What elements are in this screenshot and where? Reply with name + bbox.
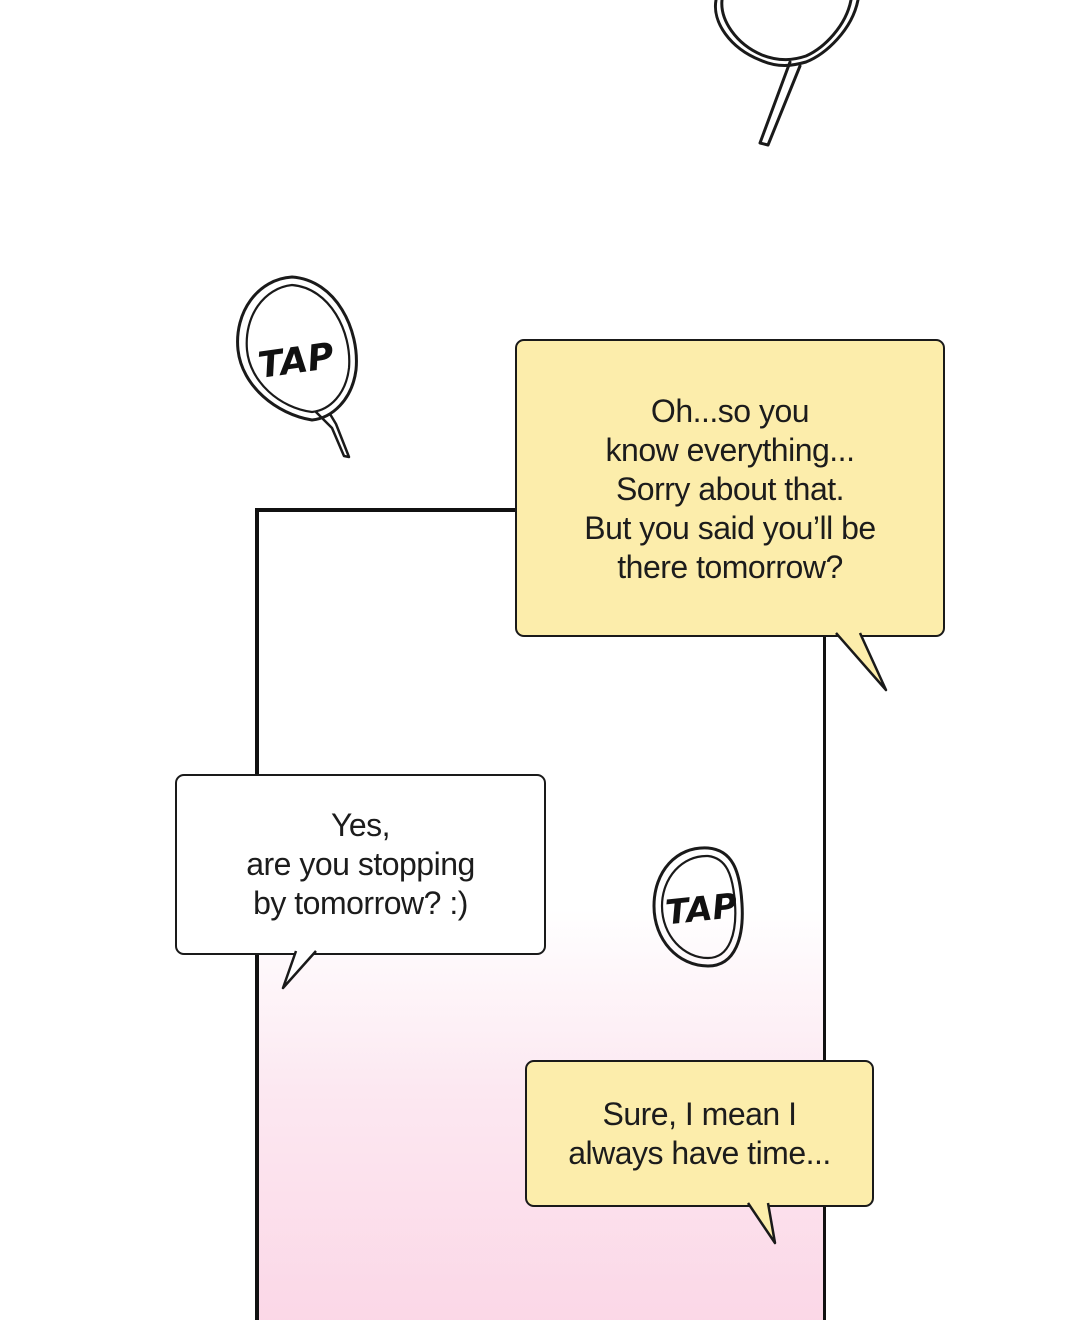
speech-bubble-2-text: Yes, are you stopping by tomorrow? :) [246,807,475,921]
speech-bubble-3-text: Sure, I mean I always have time... [568,1095,831,1171]
speech-bubble-1: Oh...so you know everything... Sorry abo… [515,339,945,637]
tap-balloon-top-left [236,275,358,459]
speech-bubble-2: Yes, are you stopping by tomorrow? :) [175,774,546,955]
speech-bubble-3: Sure, I mean I always have time... [525,1060,874,1207]
speech-bubble-1-text: Oh...so you know everything... Sorry abo… [584,392,876,585]
tap-balloon-top-right [713,0,860,147]
tap-sfx-top: TAP [256,336,337,387]
speech-bubble-1-tail [835,632,888,692]
